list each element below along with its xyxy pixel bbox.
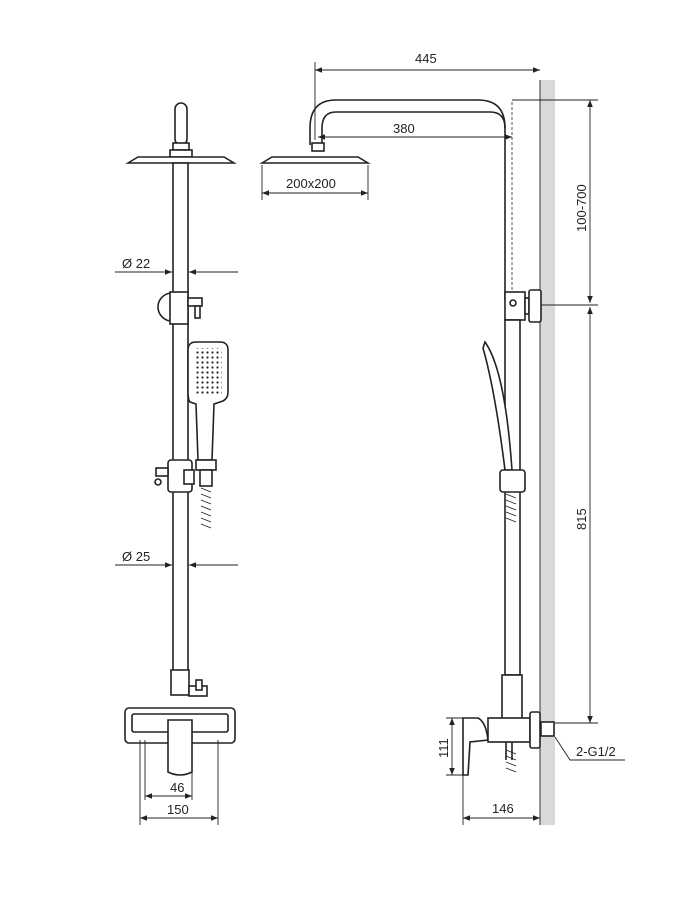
wall bbox=[540, 80, 555, 825]
g-half-thread bbox=[540, 721, 555, 737]
side-view: 445 380 200x200 100-700 815 111 146 2-G1… bbox=[259, 51, 625, 825]
dim-46: 46 bbox=[170, 780, 184, 795]
dim-815: 815 bbox=[574, 508, 589, 530]
spray-nozzles bbox=[194, 348, 222, 396]
slider-side bbox=[499, 469, 526, 493]
hose-front bbox=[200, 487, 212, 529]
dim-380: 380 bbox=[393, 121, 415, 136]
rain-head-side bbox=[259, 156, 371, 164]
dim-146: 146 bbox=[492, 801, 514, 816]
front-view: Ø 22 Ø 25 46 150 bbox=[115, 102, 238, 825]
dim-2-g1-2: 2-G1/2 bbox=[576, 744, 616, 759]
rain-head-front bbox=[125, 156, 237, 164]
dim-pipe-22: Ø 22 bbox=[122, 256, 150, 271]
mixer-handle-front bbox=[167, 719, 193, 776]
dim-111: 111 bbox=[436, 738, 451, 758]
shower-arm-outer bbox=[309, 99, 506, 300]
dim-100-700: 100-700 bbox=[574, 184, 589, 232]
top-arm-end bbox=[174, 102, 188, 146]
dim-200x200: 200x200 bbox=[286, 176, 336, 191]
mixer-body-side bbox=[487, 717, 531, 743]
front-pipe bbox=[172, 162, 189, 674]
mixer-handle-side bbox=[462, 717, 489, 776]
dim-150: 150 bbox=[167, 802, 189, 817]
side-pipe bbox=[504, 319, 521, 676]
dim-445: 445 bbox=[415, 51, 437, 66]
thread-leader bbox=[554, 736, 625, 761]
dim-pipe-25: Ø 25 bbox=[122, 549, 150, 564]
